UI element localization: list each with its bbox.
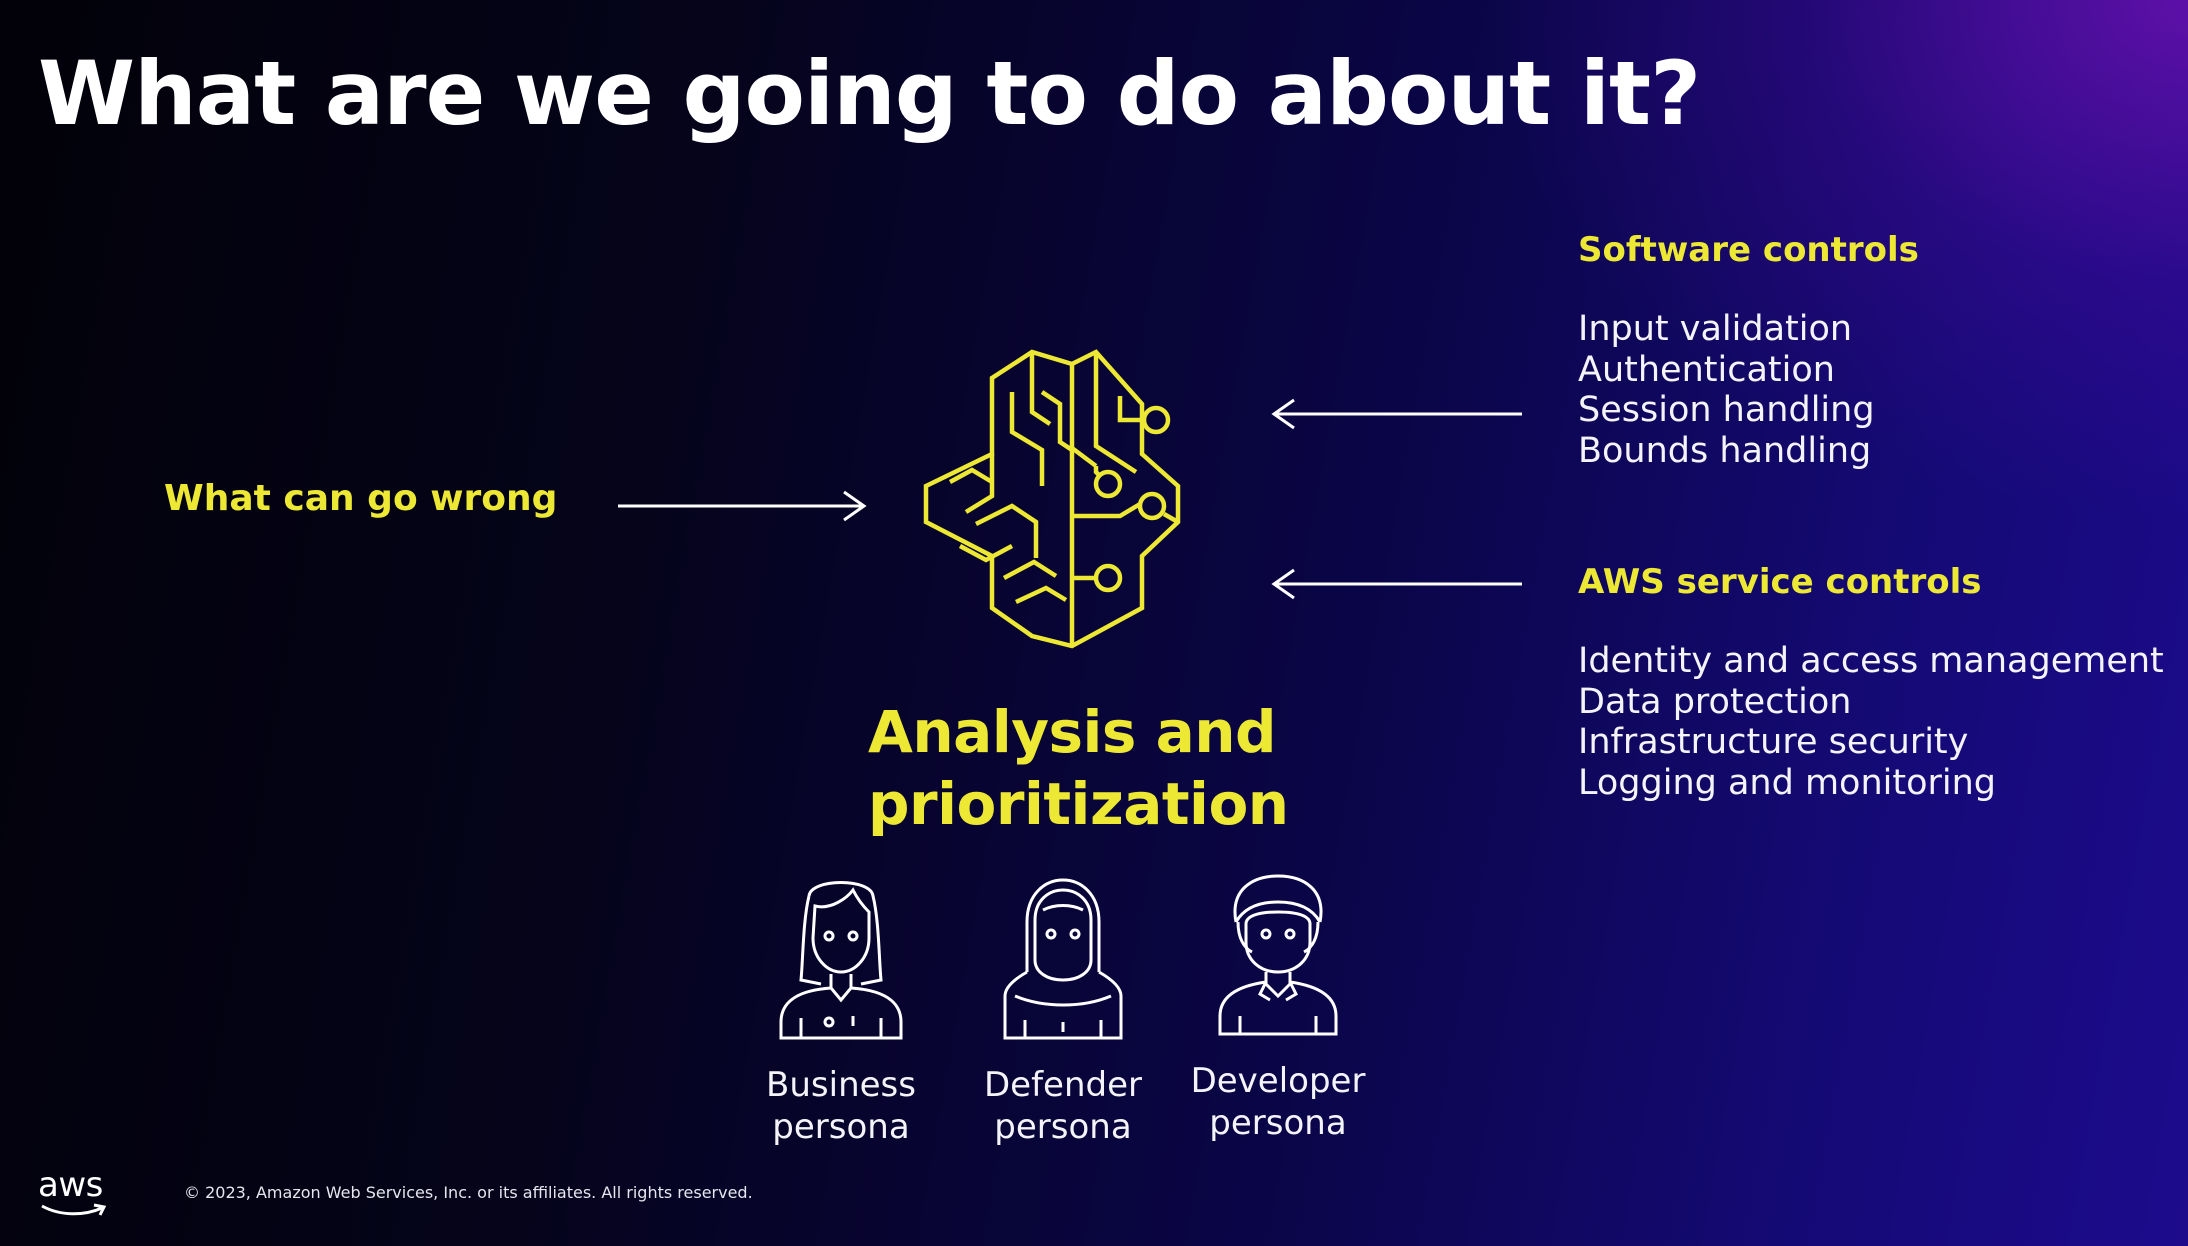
- arrow-left-icon: [1271, 398, 1522, 430]
- persona-label: Developer persona: [1190, 1061, 1366, 1143]
- analysis-title-line1: Analysis and: [868, 698, 1277, 766]
- list-item: Authentication: [1578, 349, 1835, 390]
- list-item: Infrastructure security: [1578, 722, 1969, 762]
- what-can-go-wrong-label: What can go wrong: [164, 478, 558, 519]
- list-item: Bounds handling: [1578, 430, 1872, 471]
- software-controls-heading: Software controls: [1578, 230, 1919, 270]
- slide-title: What are we going to do about it?: [38, 42, 1701, 145]
- copyright-text: © 2023, Amazon Web Services, Inc. or its…: [184, 1183, 753, 1202]
- aws-smile-icon: [41, 1203, 107, 1216]
- developer-persona-icon: [1218, 874, 1338, 1036]
- list-item: Identity and access management: [1578, 641, 2164, 681]
- software-controls-list: Input validation Authentication Session …: [1578, 309, 1875, 471]
- persona-label: Business persona: [766, 1065, 916, 1147]
- analysis-title: Analysis and prioritization: [868, 696, 1289, 840]
- arrow-right-icon: [618, 490, 867, 522]
- business-persona-icon: [779, 881, 903, 1040]
- persona-label: Defender persona: [983, 1065, 1142, 1147]
- list-item: Session handling: [1578, 390, 1875, 430]
- business-persona: Business persona: [741, 876, 941, 1148]
- developer-persona: Developer persona: [1178, 872, 1378, 1144]
- defender-persona: Defender persona: [963, 876, 1163, 1148]
- defender-persona-icon: [1003, 878, 1123, 1040]
- brain-circuit-icon: [923, 349, 1181, 649]
- list-item: Logging and monitoring: [1578, 762, 1997, 803]
- list-item: Input validation: [1578, 309, 1853, 349]
- aws-service-controls-list: Identity and access management Data prot…: [1578, 641, 2164, 803]
- arrow-left-icon: [1271, 568, 1522, 600]
- aws-logo: aws: [38, 1168, 110, 1224]
- analysis-title-line2: prioritization: [868, 770, 1289, 838]
- list-item: Data protection: [1578, 681, 1852, 722]
- aws-service-controls-heading: AWS service controls: [1578, 562, 1982, 602]
